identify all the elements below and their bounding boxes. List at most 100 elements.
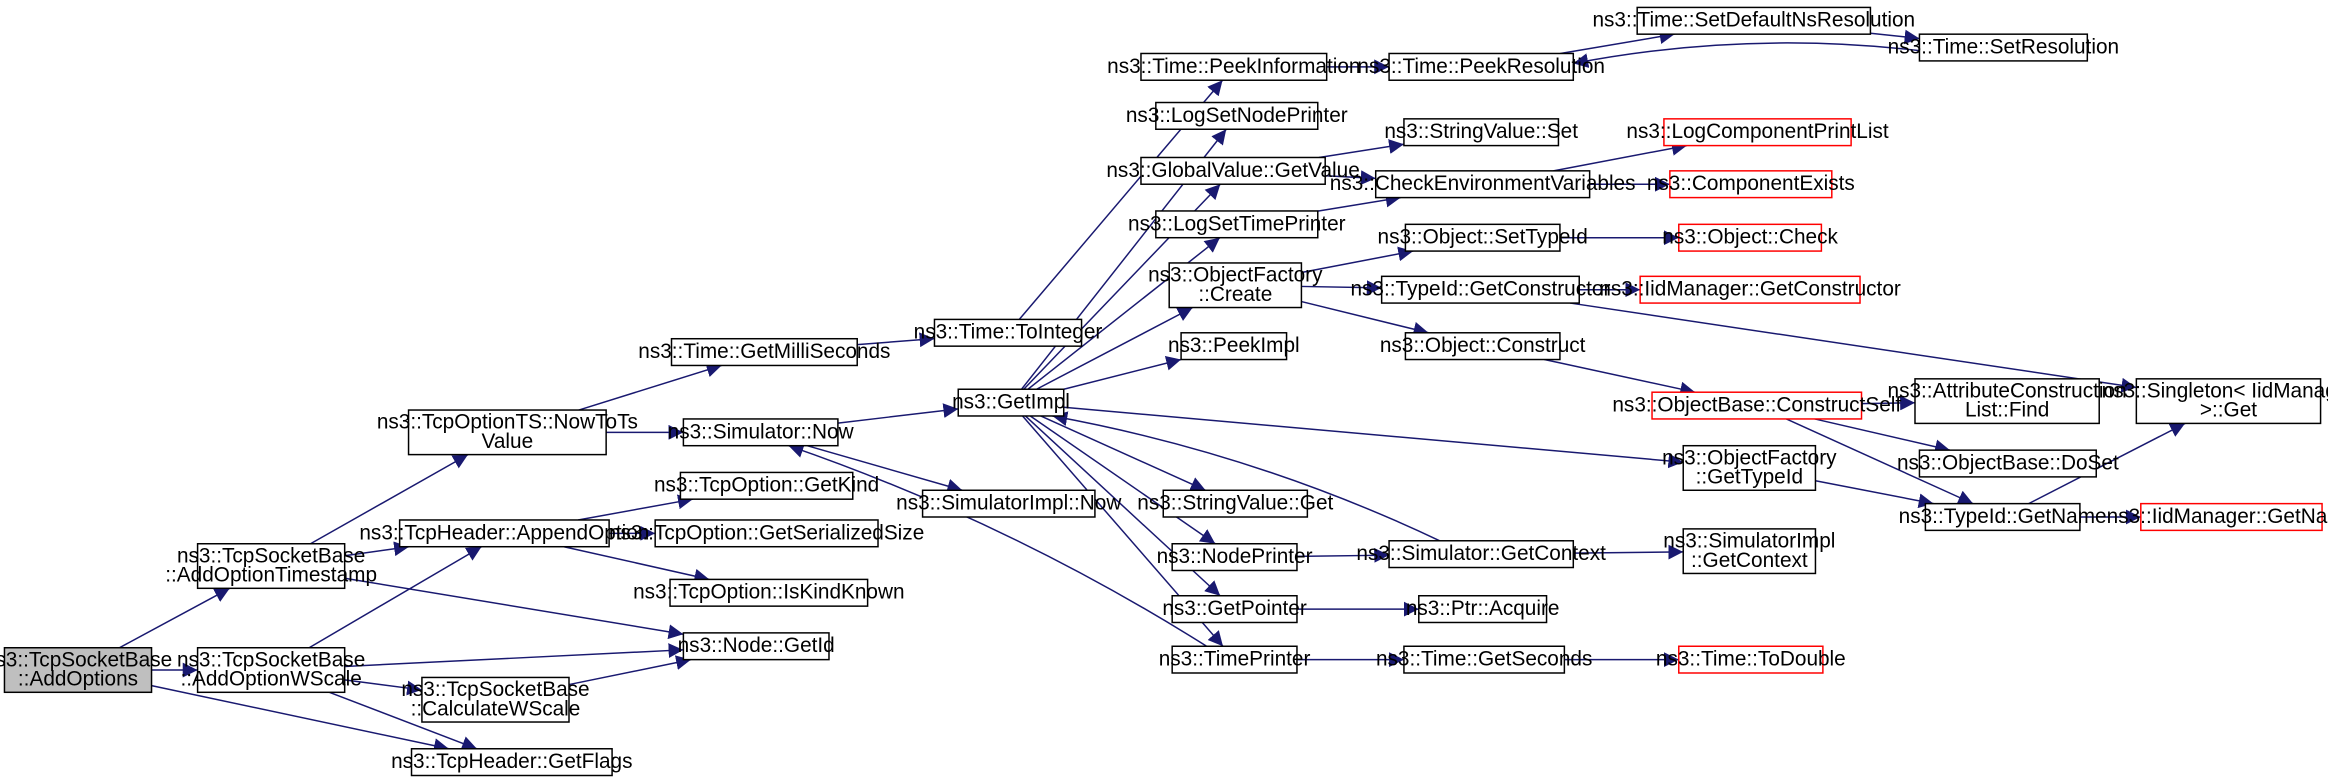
node-get-serialized-size[interactable]: ns3::TcpOption::GetSerializedSize bbox=[609, 519, 924, 548]
node-simulator-get-context[interactable]: ns3::Simulator::GetContext bbox=[1356, 540, 1606, 569]
node-label: ns3::NodePrinter bbox=[1157, 545, 1313, 568]
node-object-factory-create[interactable]: ns3::ObjectFactory::Create bbox=[1148, 262, 1323, 309]
node-box bbox=[1918, 449, 2097, 478]
node-object-set-type-id[interactable]: ns3::Object::SetTypeId bbox=[1378, 223, 1588, 252]
node-global-value-get-value[interactable]: ns3::GlobalValue::GetValue bbox=[1106, 156, 1360, 185]
node-label: ns3::Time::PeekResolution bbox=[1357, 55, 1605, 78]
edge-get-impl-to-object-factory-get-type-id bbox=[1063, 406, 1684, 469]
node-box bbox=[654, 519, 879, 548]
node-box bbox=[1140, 156, 1326, 185]
node-log-component-print-list[interactable]: ns3::LogComponentPrintList bbox=[1626, 118, 1889, 147]
node-set-default-ns-resolution[interactable]: ns3::Time::SetDefaultNsResolution bbox=[1592, 6, 1915, 35]
node-construct-self[interactable]: ns3::ObjectBase::ConstructSelf bbox=[1612, 391, 1901, 420]
node-add-option-wscale[interactable]: ns3::TcpSocketBase::AddOptionWScale bbox=[177, 646, 365, 694]
node-time-get-seconds[interactable]: ns3::Time::GetSeconds bbox=[1376, 645, 1592, 674]
node-simulator-impl-now[interactable]: ns3::SimulatorImpl::Now bbox=[896, 489, 1122, 518]
node-get-pointer[interactable]: ns3::GetPointer bbox=[1162, 594, 1307, 624]
node-set-resolution[interactable]: ns3::Time::SetResolution bbox=[1888, 33, 2119, 62]
node-label: ns3::ComponentExists bbox=[1647, 172, 1855, 195]
node-check-environment-variables[interactable]: ns3::CheckEnvironmentVariables bbox=[1330, 170, 1636, 199]
node-iid-manager-get-constructor[interactable]: ns3::IidManager::GetConstructor bbox=[1599, 275, 1901, 304]
node-label: ns3::TcpOption::GetKind bbox=[654, 474, 879, 497]
node-to-integer[interactable]: ns3::Time::ToInteger bbox=[914, 318, 1103, 347]
node-time-printer[interactable]: ns3::TimePrinter bbox=[1159, 645, 1311, 674]
node-string-value-get[interactable]: ns3::StringValue::Get bbox=[1137, 489, 1334, 518]
node-layer: ns3::TcpSocketBase::AddOptionsns3::TcpSo… bbox=[0, 6, 2328, 777]
node-get-milli-seconds[interactable]: ns3::Time::GetMilliSeconds bbox=[638, 337, 890, 367]
edge-append-option-to-get-kind bbox=[577, 494, 694, 521]
node-label: ::AddOptionTimestamp bbox=[165, 564, 377, 587]
edge-add-option-timestamp-to-now-to-ts-value bbox=[310, 453, 469, 545]
node-box bbox=[670, 337, 858, 367]
node-peek-impl[interactable]: ns3::PeekImpl bbox=[1168, 332, 1300, 361]
node-ptr-acquire[interactable]: ns3::Ptr::Acquire bbox=[1406, 594, 1560, 624]
edge-construct-self-to-do-set bbox=[1814, 418, 1951, 455]
edge-get-impl-to-log-set-time-printer bbox=[1027, 237, 1221, 390]
node-box bbox=[1380, 275, 1580, 304]
node-label: ns3::Simulator::GetContext bbox=[1356, 542, 1606, 565]
node-add-options[interactable]: ns3::TcpSocketBase::AddOptions bbox=[0, 646, 172, 694]
node-label: ns3::Time::GetMilliSeconds bbox=[638, 340, 890, 363]
edge-simulator-get-context-to-get-impl bbox=[1052, 411, 1441, 542]
node-component-exists[interactable]: ns3::ComponentExists bbox=[1647, 170, 1855, 199]
node-label: ns3::GetImpl bbox=[952, 391, 1070, 414]
node-type-id-get-name[interactable]: ns3::TypeId::GetName bbox=[1899, 502, 2107, 532]
edge-object-factory-create-to-object-set-type-id bbox=[1301, 246, 1414, 274]
node-node-get-id[interactable]: ns3::Node::GetId bbox=[678, 632, 835, 661]
node-label: ns3::StringValue::Set bbox=[1384, 120, 1578, 143]
node-time-to-double[interactable]: ns3::Time::ToDouble bbox=[1656, 645, 1846, 674]
node-label: ns3::Ptr::Acquire bbox=[1406, 597, 1560, 620]
node-box bbox=[2135, 378, 2322, 425]
edge-object-factory-get-type-id-to-type-id-get-name bbox=[1815, 480, 1934, 509]
node-do-set[interactable]: ns3::ObjectBase::DoSet bbox=[1897, 449, 2119, 478]
node-calculate-wscale[interactable]: ns3::TcpSocketBase::CalculateWScale bbox=[401, 676, 590, 723]
node-object-construct[interactable]: ns3::Object::Construct bbox=[1380, 332, 1586, 361]
node-peek-resolution[interactable]: ns3::Time::PeekResolution bbox=[1357, 52, 1605, 81]
edge-add-option-timestamp-to-append-option bbox=[344, 541, 410, 557]
node-box bbox=[1403, 118, 1560, 147]
node-string-value-set[interactable]: ns3::StringValue::Set bbox=[1384, 118, 1578, 147]
node-append-option[interactable]: ns3::TcpHeader::AppendOption bbox=[359, 519, 649, 548]
node-box bbox=[1918, 33, 2089, 62]
node-label: ns3::Time::ToDouble bbox=[1656, 648, 1846, 671]
node-log-set-time-printer[interactable]: ns3::LogSetTimePrinter bbox=[1128, 210, 1346, 239]
node-label: ::GetContext bbox=[1691, 549, 1808, 572]
node-label: ns3::TcpHeader::GetFlags bbox=[391, 750, 632, 773]
node-label: ns3::TypeId::GetConstructor bbox=[1350, 278, 1610, 301]
edge-set-resolution-to-peek-resolution bbox=[1573, 42, 1920, 68]
node-node-printer[interactable]: ns3::NodePrinter bbox=[1157, 543, 1313, 572]
node-label: ns3::TcpSocketBase bbox=[401, 678, 589, 701]
node-add-option-timestamp[interactable]: ns3::TcpSocketBase::AddOptionTimestamp bbox=[165, 543, 377, 590]
node-box bbox=[1403, 645, 1566, 674]
node-simulator-impl-get-context[interactable]: ns3::SimulatorImpl::GetContext bbox=[1663, 528, 1835, 575]
node-peek-information[interactable]: ns3::Time::PeekInformation bbox=[1107, 52, 1360, 81]
node-box bbox=[3, 646, 153, 694]
node-iid-manager-get-name[interactable]: ns3::IidManager::GetName bbox=[2107, 502, 2328, 532]
edge-global-value-get-value-to-string-value-set bbox=[1318, 139, 1405, 159]
node-box bbox=[1678, 645, 1824, 674]
node-label: ns3::Time::ToInteger bbox=[914, 321, 1103, 344]
node-box bbox=[1418, 594, 1548, 624]
node-box bbox=[669, 578, 869, 607]
node-get-flags[interactable]: ns3::TcpHeader::GetFlags bbox=[391, 748, 633, 777]
node-type-id-get-constructor[interactable]: ns3::TypeId::GetConstructor bbox=[1350, 275, 1610, 304]
node-box bbox=[1180, 332, 1288, 361]
node-box bbox=[1636, 6, 1872, 35]
node-object-factory-get-type-id[interactable]: ns3::ObjectFactory::GetTypeId bbox=[1662, 444, 1837, 492]
edge-get-impl-to-get-pointer bbox=[1024, 415, 1221, 597]
edge-now-to-ts-value-to-get-milli-seconds bbox=[578, 362, 722, 411]
node-label: ns3::Time::PeekInformation bbox=[1107, 55, 1360, 78]
node-log-set-node-printer[interactable]: ns3::LogSetNodePrinter bbox=[1126, 101, 1348, 130]
node-box bbox=[921, 489, 1096, 518]
node-box bbox=[1663, 118, 1852, 147]
node-is-kind-known[interactable]: ns3::TcpOption::IsKindKnown bbox=[633, 578, 905, 607]
node-singleton-get[interactable]: ns3::Singleton< IidManager >::Get bbox=[2102, 378, 2328, 425]
node-object-check[interactable]: ns3::Object::Check bbox=[1662, 223, 1838, 252]
node-get-kind[interactable]: ns3::TcpOption::GetKind bbox=[654, 471, 879, 500]
node-get-impl[interactable]: ns3::GetImpl bbox=[952, 388, 1070, 417]
node-simulator-now[interactable]: ns3::Simulator::Now bbox=[668, 418, 855, 447]
edge-add-option-wscale-to-get-flags bbox=[329, 691, 478, 751]
